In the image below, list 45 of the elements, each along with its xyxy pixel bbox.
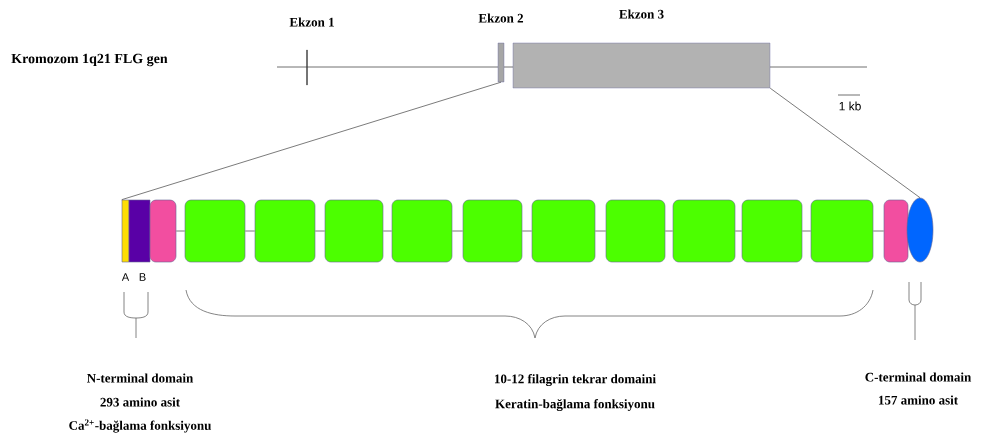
domain-segment	[121, 199, 130, 263]
domain-segment	[883, 199, 909, 263]
domain-segment	[128, 199, 151, 263]
zoom-line	[121, 81, 502, 201]
domain-caption: 10-12 filagrin tekrar domaini	[495, 374, 656, 386]
domain-caption: Ca$^{2+}$-bağlama fonksiyonu	[69, 419, 212, 433]
repeat-domain-box	[324, 199, 384, 263]
linker-line	[594, 230, 607, 232]
linker-line	[801, 230, 812, 232]
segment-letter: A	[121, 273, 130, 281]
linker-line	[664, 230, 674, 232]
domain-caption: Keratin-bağlama fonksiyonu	[495, 399, 655, 411]
linker-line	[314, 230, 326, 232]
linker-line	[872, 230, 885, 232]
repeat-domain-box	[462, 199, 523, 263]
repeat-domain-box	[184, 199, 246, 263]
domain-segment	[149, 199, 177, 263]
repeat-domain-box	[254, 199, 316, 263]
linker-line	[244, 230, 256, 232]
linker-line	[521, 230, 533, 232]
linker-line	[451, 230, 464, 232]
repeat-domain-box	[391, 199, 453, 263]
domain-ellipse	[906, 197, 934, 263]
exon-mark	[306, 49, 308, 86]
repeat-domain-box	[531, 199, 596, 263]
domain-caption: 293 amino asit	[100, 397, 181, 407]
linker-line	[175, 230, 186, 232]
chromosome-label: Kromozom 1q21 FLG gen	[11, 53, 168, 67]
repeat-domain-box	[605, 199, 666, 263]
exon-box	[497, 42, 505, 83]
linker-line	[382, 230, 393, 232]
repeat-domain-box	[672, 199, 736, 263]
segment-letter: B	[139, 273, 146, 281]
scale-label: 1 kb	[839, 101, 861, 111]
domain-caption: 157 amino asit	[878, 395, 959, 405]
exon-label: Ekzon 3	[619, 9, 664, 19]
domain-caption: N-terminal domain	[87, 373, 194, 383]
repeat-domain-box	[741, 199, 803, 263]
exon-label: Ekzon 2	[478, 13, 523, 23]
repeat-domain-box	[810, 199, 874, 263]
linker-line	[734, 230, 743, 232]
domain-caption: C-terminal domain	[865, 372, 972, 382]
exon-label: Ekzon 1	[289, 17, 334, 27]
zoom-line	[769, 87, 921, 199]
exon-box	[512, 42, 771, 89]
